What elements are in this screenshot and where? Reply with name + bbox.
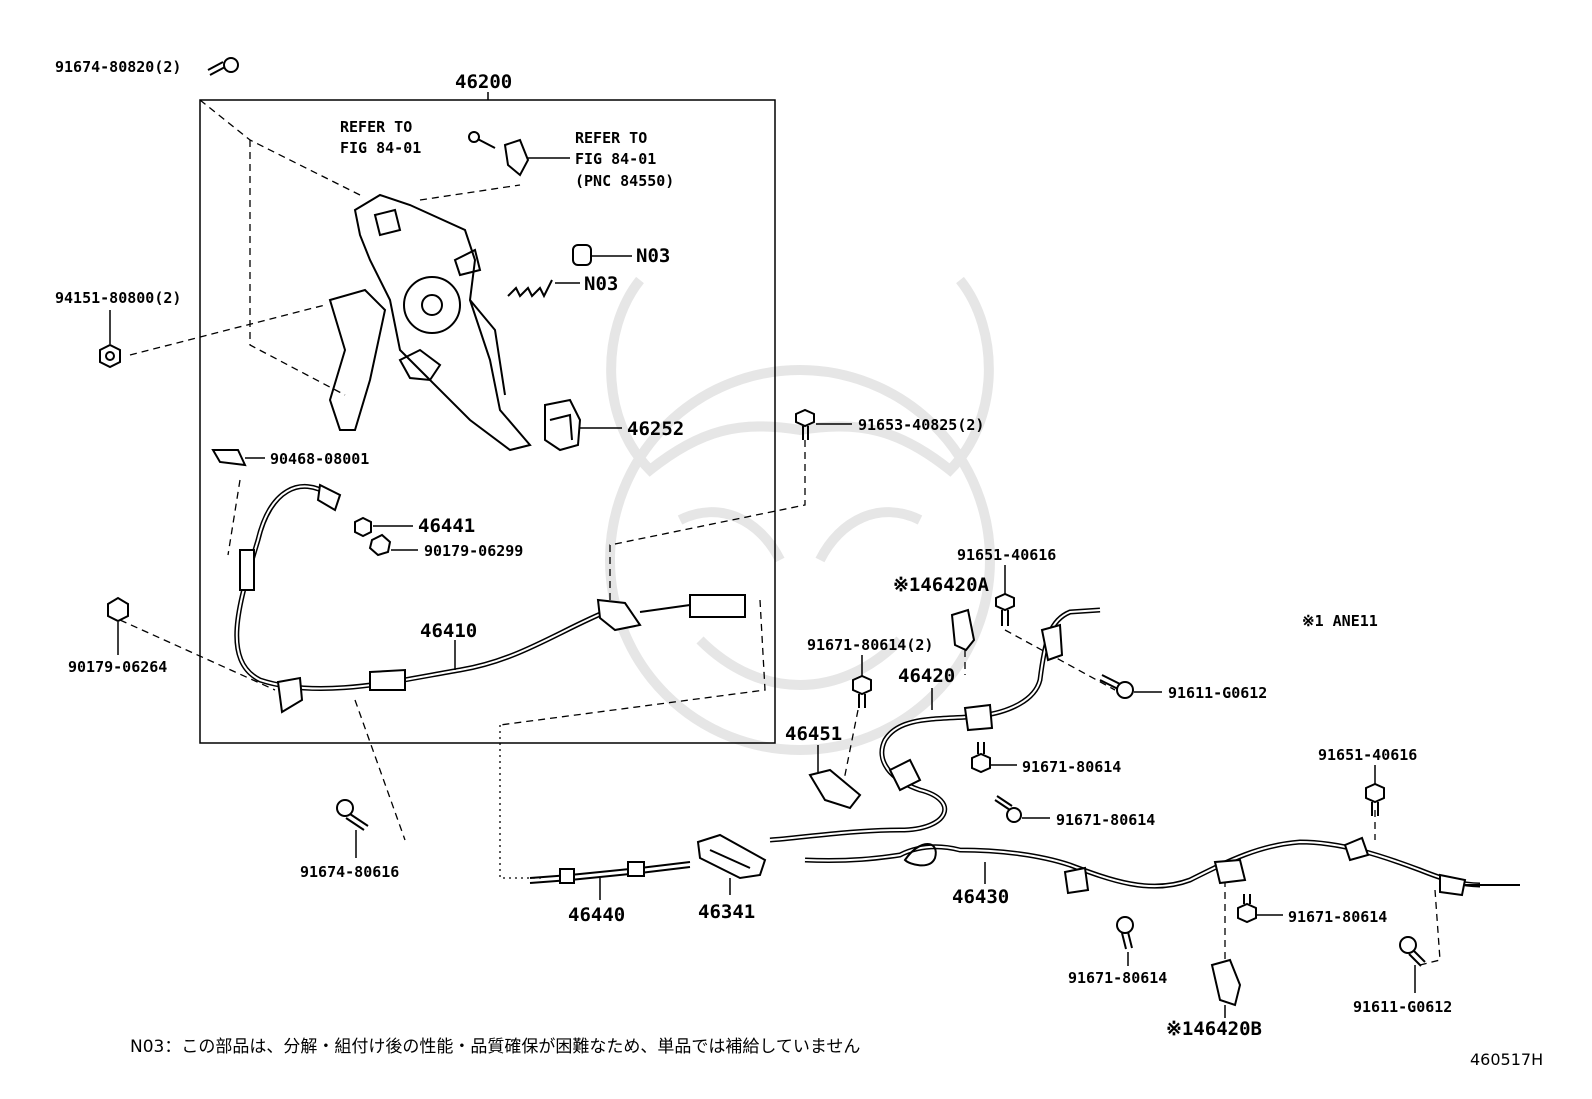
label-refer1-line2: FIG 84-01	[340, 139, 421, 157]
pedal-assembly-drawing	[328, 193, 532, 452]
label-refer2-line3: (PNC 84550)	[575, 172, 674, 190]
nut-46441-drawing	[354, 516, 418, 557]
cable-46430-drawing	[804, 836, 1520, 897]
label-91671-80614-c: 91671-80614	[1288, 908, 1387, 926]
label-91611-G0612-a: 91611-G0612	[1168, 684, 1267, 702]
label-91674-80616: 91674-80616	[300, 863, 399, 881]
label-91651-40616-a: 91651-40616	[957, 546, 1056, 564]
label-91653-40825: 91653-40825(2)	[858, 416, 984, 434]
bolt-91653-40825-drawing	[795, 408, 852, 440]
clamp-46420B-drawing	[1210, 958, 1242, 1018]
bolt-91671-80614-2-drawing	[852, 655, 872, 708]
projection-lines	[119, 99, 1441, 966]
label-91674-80820: 91674-80820(2)	[55, 58, 181, 76]
label-n03-a: N03	[636, 245, 670, 267]
footnote-n03: N03：この部品は、分解・組付け後の性能・品質確保が困難なため、単品では補給して…	[130, 1037, 860, 1057]
label-n03-b: N03	[584, 273, 618, 295]
label-46420B: ※146420B	[1166, 1018, 1262, 1040]
label-91651-40616-b: 91651-40616	[1318, 746, 1417, 764]
label-46420: 46420	[898, 665, 955, 687]
label-94151-80800: 94151-80800(2)	[55, 289, 181, 307]
label-46441: 46441	[418, 515, 475, 537]
bolt-91674-80616-drawing	[336, 799, 369, 858]
rod-46440-drawing	[529, 861, 691, 900]
label-refer2-line2: FIG 84-01	[575, 150, 656, 168]
pad-46252-drawing	[544, 398, 622, 452]
label-90179-06299: 90179-06299	[424, 542, 523, 560]
label-refer1-line1: REFER TO	[340, 118, 412, 136]
label-refer2-line1: REFER TO	[575, 129, 647, 147]
label-46200: 46200	[455, 71, 512, 93]
label-91671-80614-a: 91671-80614	[1022, 758, 1121, 776]
label-46341: 46341	[698, 901, 755, 923]
label-46451: 46451	[785, 723, 842, 745]
label-91611-G0612-b: 91611-G0612	[1353, 998, 1452, 1016]
label-46440: 46440	[568, 904, 625, 926]
label-46410: 46410	[420, 620, 477, 642]
label-91671-80614-b: 91671-80614	[1056, 811, 1155, 829]
bolts-91671-80614-ab-drawing	[971, 742, 1050, 823]
bracket-46451-drawing	[808, 745, 862, 810]
bolt-91611-G0612-b-drawing	[1399, 936, 1426, 993]
clip-90468-08001-drawing	[211, 449, 265, 467]
refer-parts-drawing	[468, 131, 570, 177]
label-46252: 46252	[627, 418, 684, 440]
clamp-46420A-drawing	[950, 608, 976, 652]
bolt-91611-G0612-a-drawing	[1099, 674, 1162, 699]
bolts-91671-80614-cd-drawing	[1116, 894, 1283, 966]
label-91671-80614-2: 91671-80614(2)	[807, 636, 933, 654]
cable-46410-drawing	[234, 483, 746, 714]
label-90468-08001: 90468-08001	[270, 450, 369, 468]
bolt-91674-80820-drawing	[207, 57, 239, 76]
bolt-91651-40616-a-drawing	[995, 565, 1015, 626]
label-91671-80614-d: 91671-80614	[1068, 969, 1167, 987]
bolt-91651-40616-b-drawing	[1365, 765, 1385, 816]
bracket-46341-drawing	[696, 833, 767, 895]
label-46420A: ※146420A	[893, 574, 990, 596]
label-variant-note: ※1 ANE11	[1302, 612, 1378, 630]
figure-code: 460517H	[1470, 1050, 1543, 1069]
label-46430: 46430	[952, 886, 1009, 908]
nut-94151-80800-drawing	[99, 310, 121, 369]
nut-90179-06264-drawing	[107, 596, 129, 655]
cable-46420-drawing	[769, 607, 1101, 843]
label-90179-06264: 90179-06264	[68, 658, 167, 676]
n03-parts-drawing	[507, 244, 632, 299]
